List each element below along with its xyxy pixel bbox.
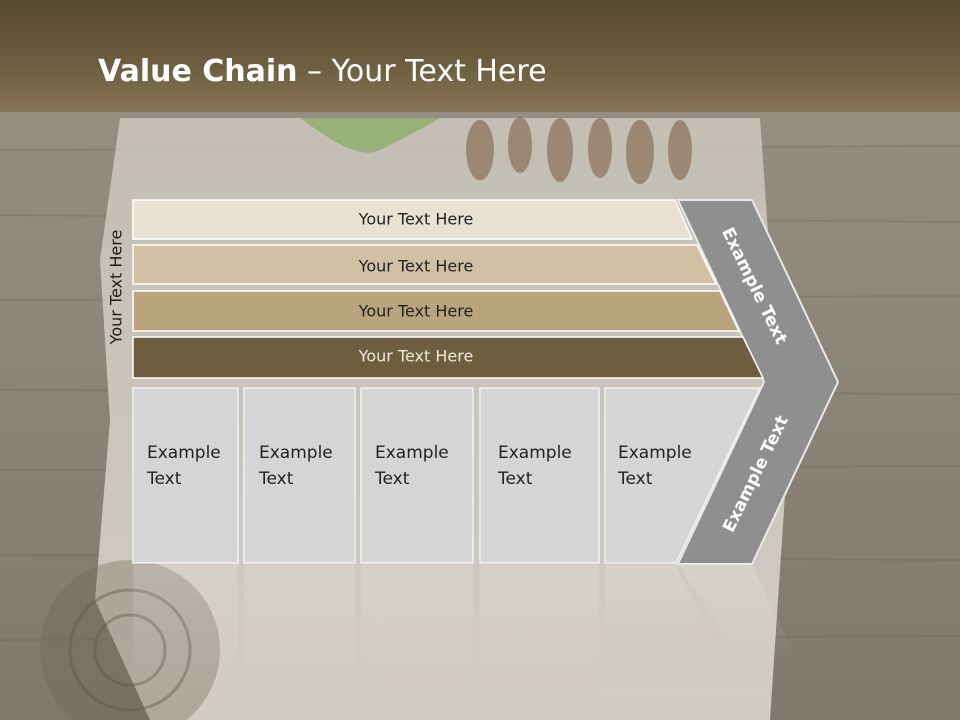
slide-title: Value Chain – Your Text Here xyxy=(98,54,547,89)
arrow-shape xyxy=(676,199,840,565)
box-2-reflection xyxy=(244,565,355,695)
box-2-shape xyxy=(243,387,356,564)
box-1-reflection xyxy=(133,565,238,695)
box-5-reflection xyxy=(605,565,720,655)
box-1-shape xyxy=(132,387,239,564)
band-4-shape xyxy=(132,336,765,379)
box-5-line1: Example xyxy=(618,443,692,463)
box-3-line2: Text xyxy=(374,469,410,489)
box-1-line2: Text xyxy=(146,469,182,489)
box-5-line2: Text xyxy=(617,469,653,489)
diagram-reflection xyxy=(133,565,800,695)
band-3: Your Text Here xyxy=(132,290,741,332)
band-1: Your Text Here xyxy=(132,199,694,240)
band-1-shape xyxy=(132,199,694,240)
box-2-line1: Example xyxy=(259,443,333,463)
band-2: Your Text Here xyxy=(132,244,718,285)
title-rest: – Your Text Here xyxy=(297,54,547,89)
band-2-label: Your Text Here xyxy=(358,257,474,276)
box-1: Example Text xyxy=(132,387,239,564)
box-3-reflection xyxy=(361,565,473,695)
band-1-label: Your Text Here xyxy=(358,210,474,229)
box-5-shape xyxy=(604,387,762,564)
box-4: Example Text xyxy=(479,387,600,564)
box-4-shape xyxy=(479,387,600,564)
box-3: Example Text xyxy=(360,387,474,564)
arrow-reflection xyxy=(678,565,800,665)
box-3-shape xyxy=(360,387,474,564)
box-4-line1: Example xyxy=(498,443,572,463)
band-3-shape xyxy=(132,290,741,332)
title-bold: Value Chain xyxy=(98,54,298,89)
box-1-line1: Example xyxy=(147,443,221,463)
box-4-reflection xyxy=(480,565,599,695)
band-4-label: Your Text Here xyxy=(358,347,474,366)
band-2-shape xyxy=(132,244,718,285)
band-4: Your Text Here xyxy=(132,336,765,379)
box-4-line2: Text xyxy=(497,469,533,489)
box-2: Example Text xyxy=(243,387,356,564)
box-2-line2: Text xyxy=(258,469,294,489)
title-bar xyxy=(0,0,960,112)
box-3-line1: Example xyxy=(375,443,449,463)
band-3-label: Your Text Here xyxy=(358,302,474,321)
box-5: Example Text xyxy=(604,387,762,564)
